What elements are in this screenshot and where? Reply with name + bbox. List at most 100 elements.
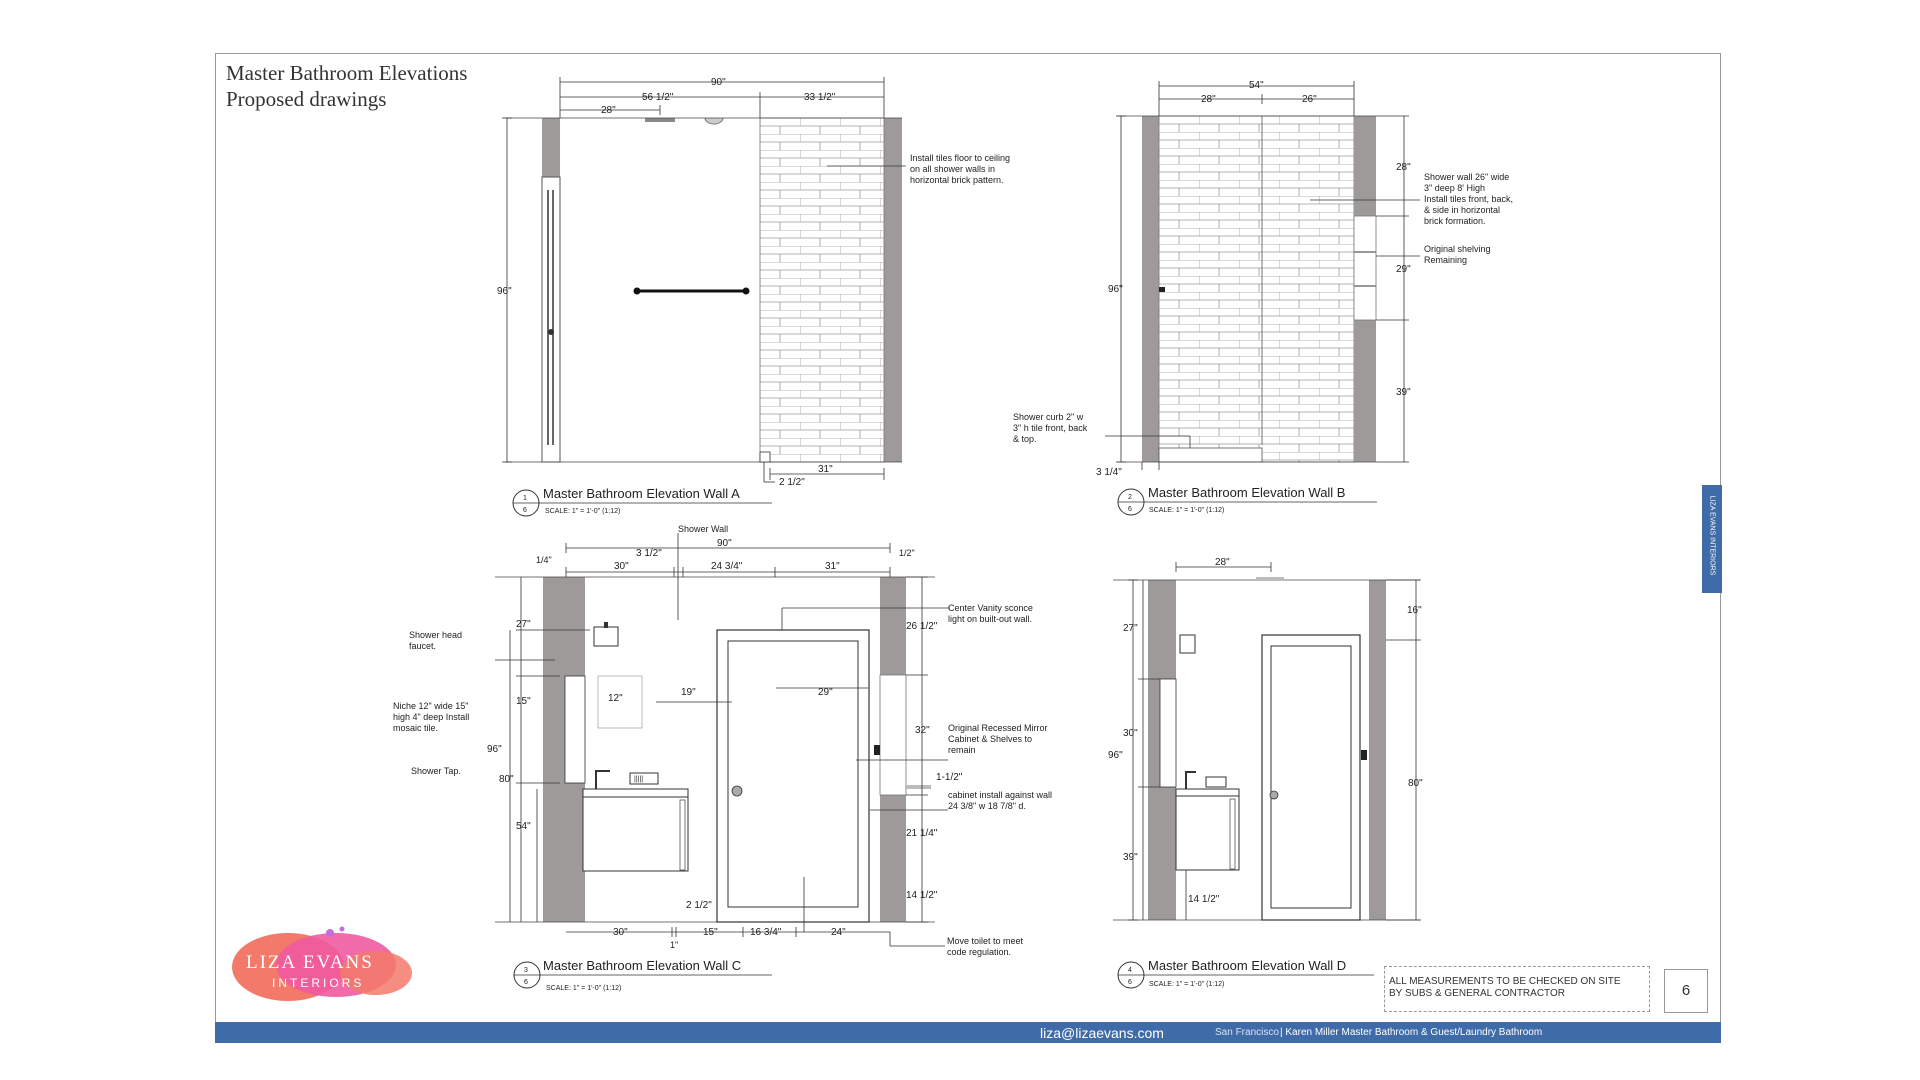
wall-d-callout-sheet: 6 <box>1128 979 1132 986</box>
wall-c-dim-2434: 24 3/4" <box>711 561 743 572</box>
wall-c-dim-2114: 21 1/4" <box>906 828 938 839</box>
logo-name: LIZA EVANS <box>246 952 374 973</box>
wall-d-scale: SCALE: 1" = 1'-0" (1:12) <box>1149 981 1224 988</box>
wall-d-dim-1412: 14 1/2" <box>1188 894 1220 905</box>
wall-b-original-shelving <box>1353 215 1377 321</box>
wall-b-dim-lower: 39" <box>1396 387 1411 398</box>
wall-a-dim-left: 56 1/2" <box>642 92 674 103</box>
wall-c-note-cabinet-2: 24 3/8" w 18 7/8" d. <box>948 801 1026 811</box>
side-tab: LIZA EVANS INTERIORS <box>1702 485 1722 593</box>
wall-c-dim-30: 30" <box>614 561 629 572</box>
wall-c-dim-27: 27" <box>516 619 531 630</box>
wall-a-right-wall <box>884 118 902 462</box>
wall-b-dim-right: 26" <box>1302 94 1317 105</box>
wall-d-shower-head <box>1179 634 1196 654</box>
wall-c-mosaic-tile <box>597 675 643 729</box>
wall-d-dim-16: 16" <box>1407 605 1422 616</box>
wall-d-dim-27: 27" <box>1123 623 1138 634</box>
wall-c-dim-32: 32" <box>915 725 930 736</box>
wall-c-dim-1412: 14 1/2" <box>906 890 938 901</box>
wall-b-note-wall-5: brick formation. <box>1424 216 1486 226</box>
wall-c-dim-31: 31" <box>825 561 840 572</box>
wall-d-dim-39: 39" <box>1123 852 1138 863</box>
wall-d-dim-top: 28" <box>1215 557 1230 568</box>
footer-location: San Francisco <box>1215 1027 1279 1038</box>
wall-b-dim-height: 96" <box>1108 284 1123 295</box>
footer-project: | Karen Miller Master Bathroom & Guest/L… <box>1280 1027 1543 1038</box>
wall-c-dim-96: 96" <box>487 744 502 755</box>
wall-b-note-curb-2: 3" h tile front, back <box>1013 423 1088 433</box>
wall-a-dim-overall: 90" <box>711 77 726 88</box>
measurement-note-line-2: BY SUBS & GENERAL CONTRACTOR <box>1389 988 1565 999</box>
wall-c-callout-num: 3 <box>524 967 528 974</box>
wall-b-note-wall-1: Shower wall 26" wide <box>1424 172 1509 182</box>
wall-d-niche <box>1159 678 1177 788</box>
wall-c-dim-54: 54" <box>516 821 531 832</box>
wall-c-note-niche-1: Niche 12" wide 15" <box>393 701 468 711</box>
wall-b-note-shelf-2: Remaining <box>1424 255 1467 265</box>
wall-b-callout-num: 2 <box>1128 494 1132 501</box>
wall-a-dim-height: 96" <box>497 286 512 297</box>
wall-a-dim-curb: 2 1/2" <box>779 477 805 488</box>
wall-a-dim-sub: 28" <box>601 105 616 116</box>
wall-c-note-tap: Shower Tap. <box>411 766 461 776</box>
logo-subtitle: INTERIORS <box>272 976 365 990</box>
title-line-1: Master Bathroom Elevations <box>226 61 468 85</box>
wall-c-note-cabinet-1: cabinet install against wall <box>948 790 1052 800</box>
wall-b-note-wall-3: Install tiles front, back, <box>1424 194 1513 204</box>
wall-a-dim-right: 33 1/2" <box>804 92 836 103</box>
wall-a-note-2: on all shower walls in <box>910 164 995 174</box>
wall-c-note-sconce-1: Center Vanity sconce <box>948 603 1033 613</box>
measurement-note-line-1: ALL MEASUREMENTS TO BE CHECKED ON SITE <box>1389 976 1621 987</box>
svg-text:|||||: ||||| <box>634 776 643 783</box>
wall-c-dim-quarter: 1/4" <box>536 555 552 565</box>
wall-c-note-sconce-2: light on built-out wall. <box>948 614 1032 624</box>
wall-c-dim-b30: 30" <box>613 927 628 938</box>
wall-b-note-curb-3: & top. <box>1013 434 1037 444</box>
wall-b-callout-sheet: 6 <box>1128 506 1132 513</box>
elevation-wall-b: 54" 28" 26" 96" 28" 29" 39" 3 1/4" Showe… <box>1013 80 1513 516</box>
wall-c-note-niche-2: high 4" deep Install <box>393 712 469 722</box>
wall-c-dim-19: 19" <box>681 687 696 698</box>
wall-c-dim-2612: 26 1/2" <box>906 621 938 632</box>
wall-b-dim-shelf: 29" <box>1396 264 1411 275</box>
wall-d-vanity <box>1175 795 1240 871</box>
wall-d-callout-num: 4 <box>1128 967 1132 974</box>
footer-email-link[interactable]: liza@lizaevans.com <box>1040 1025 1164 1041</box>
elevation-wall-c: ||||| <box>393 524 1052 992</box>
wall-b-note-curb-1: Shower curb 2" w <box>1013 412 1084 422</box>
wall-c-niche <box>564 675 586 784</box>
elevation-wall-a: 90" 56 1/2" 33 1/2" 28" 96" 31" 2 1/2" I… <box>497 77 1010 517</box>
wall-c-recessed-cabinet <box>879 674 907 796</box>
wall-c-note-niche-3: mosaic tile. <box>393 723 438 733</box>
wall-a-note-1: Install tiles floor to ceiling <box>910 153 1010 163</box>
wall-a-title: Master Bathroom Elevation Wall A <box>543 486 740 501</box>
elevation-wall-d: 28" 16" 27" 30" 96" 80" 39" 14 1/2" 4 6 … <box>1108 557 1423 989</box>
liza-evans-logo <box>232 926 412 1001</box>
wall-c-faucet <box>595 770 610 789</box>
wall-c-dim-b1: 1" <box>670 940 678 950</box>
wall-c-note-head-1: Shower head <box>409 630 462 640</box>
wall-c-dim-3half: 3 1/2" <box>636 548 662 559</box>
wall-a-tile-area <box>759 117 885 463</box>
wall-c-note-mirror-3: remain <box>948 745 976 755</box>
title-line-2: Proposed drawings <box>226 87 387 111</box>
wall-b-note-wall-2: 3" deep 8' High <box>1424 183 1485 193</box>
wall-c-note-toilet-2: code regulation. <box>947 947 1011 957</box>
wall-d-right-wall <box>1369 580 1386 920</box>
wall-c-dim-15: 15" <box>516 696 531 707</box>
wall-a-callout-sheet: 6 <box>523 507 527 514</box>
drawing-sheet <box>215 53 1721 1043</box>
side-tab-label: LIZA EVANS INTERIORS <box>1708 495 1716 576</box>
wall-b-title: Master Bathroom Elevation Wall B <box>1148 485 1345 500</box>
wall-a-callout-num: 1 <box>523 495 527 502</box>
measurement-note: ALL MEASUREMENTS TO BE CHECKED ON SITE B… <box>1384 966 1650 1012</box>
wall-d-dim-30: 30" <box>1123 728 1138 739</box>
wall-c-dim-overall: 90" <box>717 538 732 549</box>
page-title: Master Bathroom Elevations Proposed draw… <box>226 60 467 112</box>
wall-c-shower-tap <box>629 772 659 785</box>
wall-b-tile-area <box>1158 115 1355 463</box>
wall-d-dim-80: 80" <box>1408 778 1423 789</box>
wall-c-dim-b1634: 16 3/4" <box>750 927 782 938</box>
